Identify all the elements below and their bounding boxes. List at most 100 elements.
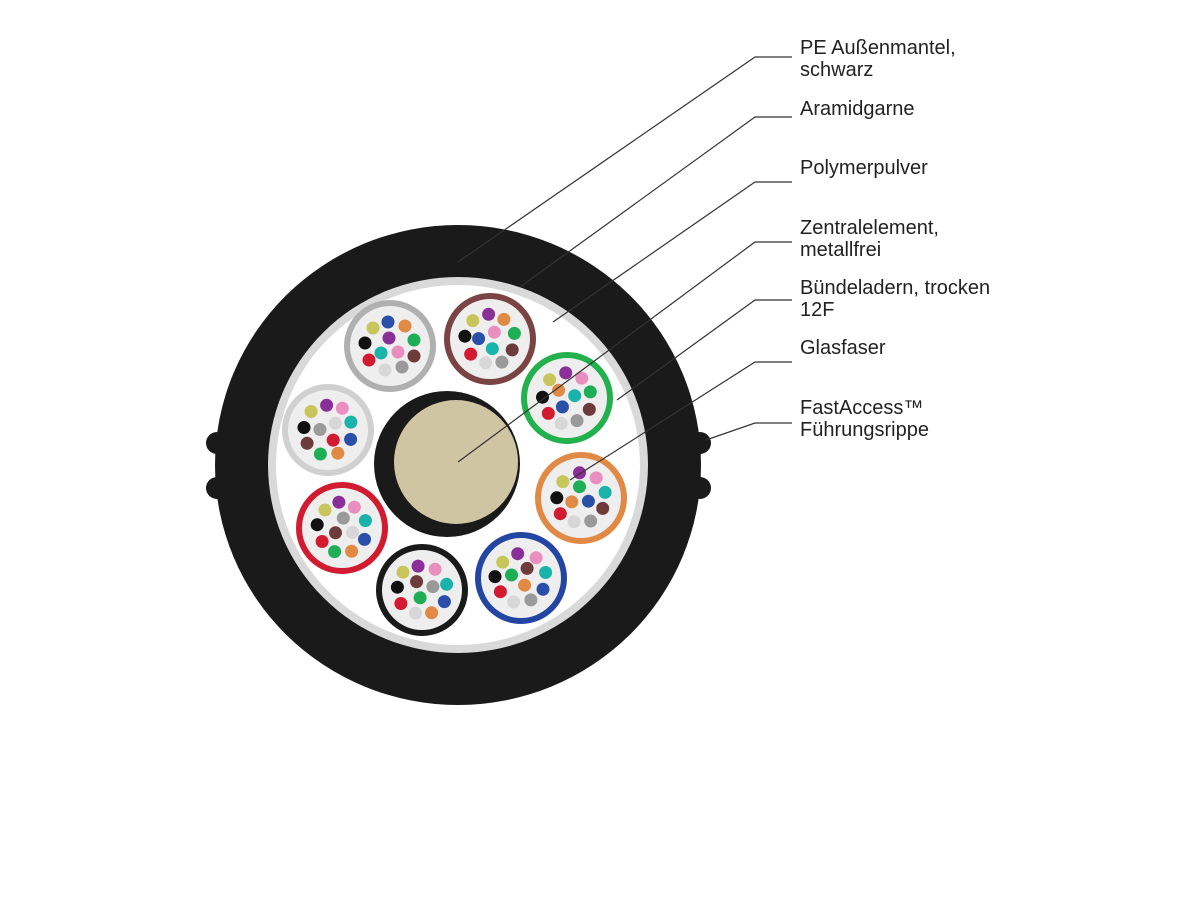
- label-fastaccess-line2: Führungsrippe: [800, 419, 929, 441]
- tube-blue: [475, 532, 567, 624]
- label-outer-jacket-line2: schwarz: [800, 59, 874, 81]
- tube-green: [521, 352, 613, 444]
- fiber-yellow: [496, 555, 510, 569]
- fiber-yellow: [543, 373, 557, 387]
- fiber-slate: [395, 360, 409, 374]
- fiber-brown: [520, 561, 534, 575]
- fiber-slate: [570, 414, 584, 428]
- fiber-blue: [381, 315, 395, 329]
- tube-white: [282, 384, 374, 476]
- fiber-red: [394, 597, 408, 610]
- fiber-white: [328, 416, 342, 430]
- leader-central: [457, 241, 792, 463]
- fiber-orange: [552, 383, 566, 397]
- buffer-tube-wall: [475, 532, 567, 624]
- fiber-green: [407, 333, 421, 347]
- fiber-white: [554, 416, 568, 430]
- fiber-violet: [320, 398, 334, 412]
- fiber-brown: [407, 349, 421, 363]
- label-central-element: Zentralelement, metallfrei: [800, 217, 939, 261]
- fiber-blue: [581, 494, 595, 508]
- fiber-orange: [425, 606, 439, 620]
- fiber-blue: [437, 595, 451, 609]
- fiber-red: [553, 507, 567, 521]
- fiber-yellow: [556, 475, 570, 489]
- label-fastaccess: FastAccess™ Führungsrippe: [800, 397, 929, 441]
- fiber-blue: [555, 400, 569, 414]
- fiber-violet: [559, 366, 573, 380]
- fiber-green: [505, 568, 518, 582]
- label-fastaccess-line1: FastAccess™: [800, 397, 924, 419]
- fiber-aqua: [374, 346, 388, 360]
- label-central-line2: metallfrei: [800, 239, 882, 261]
- fiber-blue: [344, 432, 358, 446]
- fiber-aqua: [598, 485, 612, 499]
- fiber-yellow: [466, 314, 480, 328]
- fiber-red: [315, 535, 329, 548]
- fiber-rose: [487, 325, 501, 339]
- fiber-brown: [505, 343, 519, 357]
- fiber-blue: [472, 332, 486, 346]
- fiber-orange: [398, 319, 412, 333]
- fiber-red: [326, 433, 340, 447]
- label-central-line1: Zentralelement,: [800, 217, 939, 239]
- label-outer-jacket: PE Außenmantel, schwarz: [800, 37, 956, 81]
- fiber-white: [378, 363, 392, 377]
- fiber-slate: [524, 593, 538, 607]
- fiber-white: [409, 606, 422, 620]
- fiber-aqua: [485, 342, 499, 356]
- fiber-green: [328, 545, 342, 559]
- fiber-slate: [336, 511, 350, 525]
- fiber-brown: [410, 575, 424, 589]
- fiber-red: [464, 347, 478, 361]
- fiber-brown: [329, 526, 342, 540]
- fiber-slate: [584, 514, 598, 528]
- fiber-black: [536, 390, 549, 404]
- central-element-core: [394, 400, 518, 524]
- fiber-yellow: [318, 503, 332, 517]
- fiber-black: [297, 421, 311, 434]
- fiber-violet: [411, 559, 425, 573]
- leader-outer-jacket: [457, 56, 792, 263]
- fiber-slate: [313, 423, 327, 436]
- cable-group: [206, 225, 711, 705]
- tube-red: [296, 482, 388, 574]
- tube-brown: [444, 293, 536, 385]
- label-powder: Polymerpulver: [800, 157, 928, 179]
- leader-fastaccess: [705, 422, 792, 441]
- fiber-yellow: [304, 405, 318, 418]
- leader-bundles: [616, 299, 792, 401]
- fiber-brown: [582, 402, 596, 416]
- fiber-violet: [332, 495, 346, 509]
- fiber-orange: [345, 544, 359, 558]
- leader-powder: [552, 181, 792, 323]
- buffer-tubes: [282, 293, 627, 636]
- fiber-red: [362, 353, 376, 367]
- fiber-green: [413, 591, 427, 605]
- tube-black: [376, 544, 468, 636]
- fiber-black: [550, 491, 564, 505]
- fiber-blue: [536, 582, 550, 596]
- fiber-aqua: [539, 566, 553, 579]
- fiber-violet: [382, 331, 396, 345]
- fiber-green: [507, 326, 521, 340]
- leader-lines: [457, 56, 792, 481]
- label-aramid: Aramidgarne: [800, 98, 915, 120]
- leader-aramid: [519, 116, 792, 288]
- fiber-rose: [589, 471, 603, 485]
- fiber-rose: [575, 371, 589, 385]
- fiber-rose: [529, 551, 543, 565]
- fiber-black: [310, 518, 324, 532]
- fiber-aqua: [440, 577, 454, 591]
- fiber-white: [479, 356, 493, 370]
- fiber-black: [488, 570, 502, 584]
- fiber-yellow: [366, 321, 380, 335]
- tube-slate: [344, 300, 436, 392]
- fiber-orange: [518, 578, 532, 592]
- fiber-white: [567, 515, 581, 529]
- fiber-green: [573, 480, 586, 494]
- fiber-yellow: [396, 565, 410, 579]
- label-bundles-line2: 12F: [800, 299, 835, 321]
- fiber-brown: [300, 436, 314, 450]
